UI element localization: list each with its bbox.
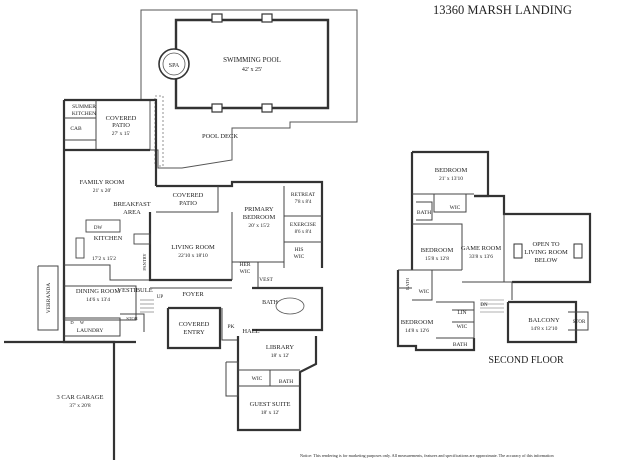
family-room-name: FAMILY ROOM (80, 179, 125, 186)
listing-title: 13360 MARSH LANDING (433, 3, 572, 17)
stair-up-label: UP (157, 295, 164, 300)
open-to-line-2: LIVING ROOM (524, 249, 568, 256)
bedroom-top-dims: 21' x 13'10 (439, 176, 463, 182)
spa: SPA (158, 48, 190, 80)
bedroom-mid-dims: 15'8 x 12'8 (425, 256, 449, 262)
family-room-dims: 21' x 20' (93, 188, 111, 194)
bath-low-label: BATH (453, 342, 467, 348)
library-dims: 18' x 12' (271, 353, 289, 359)
covered-patio-top-dims: 27' x 15' (112, 131, 130, 137)
guest-bath-label: BATH (279, 379, 293, 385)
second-floor-labels: BEDROOM 21' x 13'10 BATH WIC BEDROOM 15'… (401, 167, 586, 348)
pk-label: PK (227, 324, 234, 330)
pool-name: SWIMMING POOL (223, 56, 281, 64)
hall-label: HALL (242, 328, 259, 335)
first-floor-walls (4, 98, 324, 460)
bath-top-label: BATH (417, 210, 431, 216)
covered-entry-line-1: COVERED (179, 321, 210, 328)
stair-dn-label: DN (480, 303, 488, 308)
bedroom-top-name: BEDROOM (435, 167, 468, 174)
guest-suite-dims: 18' x 12' (261, 410, 279, 416)
pool-deck-label: POOL DECK (202, 133, 238, 140)
retreat-name: RETREAT (291, 192, 316, 198)
covered-patio-mid-line-2: PATIO (179, 200, 197, 207)
balcony-dims: 14'8 x 12'10 (531, 326, 558, 332)
living-room-dims: 22'10 x 18'10 (178, 253, 208, 259)
veranda-label: VERRANDA (46, 283, 52, 314)
covered-patio-top-line-2: PATIO (112, 122, 130, 129)
cab-label: CAB (70, 126, 82, 132)
foyer-label: FOYER (182, 291, 204, 298)
laundry-label: LAUNDRY (77, 328, 104, 334)
stor-label: STOR (126, 316, 137, 321)
dining-room-name: DINING ROOM (76, 288, 120, 295)
summer-kitchen-line-2: KITCHEN (72, 111, 96, 117)
open-to-line-3: BELOW (534, 257, 558, 264)
garage-name: 3 CAR GARAGE (57, 394, 104, 401)
lin-label: LIN (457, 310, 466, 316)
pool-dims: 42' x 25' (242, 67, 262, 73)
open-to-line-1: OPEN TO (532, 241, 559, 248)
covered-patio-mid-line-1: COVERED (173, 192, 204, 199)
his-wic-line-2: WIC (294, 254, 305, 260)
exercise-name: EXERCISE (290, 222, 317, 228)
disclaimer-notice: Notice: This rendering is for marketing … (300, 453, 554, 459)
library-name: LIBRARY (266, 344, 294, 351)
bedroom-low-dims: 14'8 x 12'6 (405, 328, 429, 334)
spa-label: SPA (169, 63, 180, 69)
breakfast-area-line-1: BREAKFAST (113, 201, 150, 208)
kitchen-fixtures (75, 219, 151, 259)
exercise-dims: 8'6 x 8'4 (295, 230, 312, 235)
kitchen-dims: 17'2 x 15'2 (92, 256, 116, 262)
guest-suite-name: GUEST SUITE (250, 401, 291, 408)
kitchen-name: KITCHEN (94, 235, 123, 242)
covered-patio-top-line-1: COVERED (106, 115, 137, 122)
primary-bath-label: BATH (262, 300, 278, 306)
garage-dims: 37' x 20'8 (69, 403, 90, 409)
primary-bedroom-dims: 20' x 15'2 (248, 223, 269, 229)
second-floor-caption: SECOND FLOOR (488, 355, 564, 366)
balcony-name: BALCONY (528, 317, 560, 324)
dining-room-dims: 14'6 x 13'4 (86, 297, 110, 303)
game-room-dims: 33'8 x 13'6 (469, 254, 493, 260)
bedroom-low-name: BEDROOM (401, 319, 434, 326)
her-wic-line-1: HER (240, 262, 251, 268)
vestibule-label: VESTIBULE (117, 287, 152, 294)
guest-wic-label: WIC (252, 376, 263, 382)
washer-label: W (80, 320, 85, 325)
second-floor-walls (396, 150, 592, 352)
dishwasher-label: DW (94, 226, 103, 231)
second-stor-label: STOR (573, 320, 586, 325)
living-room-name: LIVING ROOM (171, 244, 215, 251)
bedroom-mid-name: BEDROOM (421, 247, 454, 254)
pantry-label: PANTRY (142, 253, 147, 271)
wic-mid-label: WIC (457, 324, 468, 330)
retreat-dims: 7'8 x 8'4 (295, 200, 312, 205)
dryer-label: D (70, 320, 74, 325)
her-wic-line-2: WIC (240, 269, 251, 275)
breakfast-area-line-2: AREA (123, 209, 141, 216)
first-floor-labels: SUMMER KITCHEN CAB COVERED PATIO 27' x 1… (46, 104, 317, 416)
wic-top-label: WIC (450, 205, 461, 211)
primary-bedroom-line-2: BEDROOM (243, 214, 276, 221)
vest-inner-label: VEST (259, 277, 273, 283)
game-room-name: GAME ROOM (461, 245, 501, 252)
covered-entry-line-2: ENTRY (183, 329, 205, 336)
his-wic-line-1: HIS (295, 247, 304, 253)
pool-deck-area (140, 9, 358, 169)
bath-left-label: BATH (405, 277, 410, 290)
primary-bedroom-line-1: PRIMARY (244, 206, 274, 213)
wic-left-label: WIC (419, 289, 430, 295)
summer-kitchen-line-1: SUMMER (72, 104, 96, 110)
